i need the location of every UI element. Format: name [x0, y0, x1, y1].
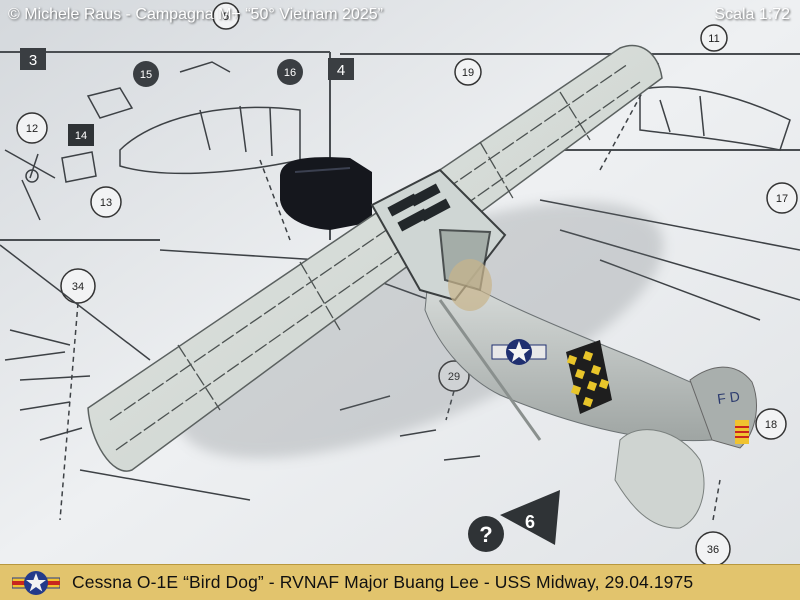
cockpit-canopy: [370, 168, 507, 311]
model-photo: 3 4 6 5 11 12 13: [0, 0, 800, 564]
photo-credit: © Michele Raus - Campagna M+ “50° Vietna…: [8, 6, 383, 23]
svg-text:14: 14: [75, 130, 87, 142]
model-photo-svg: 3 4 6 5 11 12 13: [0, 0, 800, 564]
part-11-circle: 11: [700, 24, 728, 52]
scale-label: Scala 1:72: [714, 6, 790, 23]
tail-code: F D: [716, 388, 741, 407]
step-4-box: 4: [328, 58, 354, 80]
svg-text:34: 34: [72, 281, 84, 293]
svg-text:16: 16: [284, 67, 296, 79]
fuselage: [424, 259, 757, 529]
model-shadow: [176, 201, 664, 459]
step-6-triangle: 6: [500, 490, 560, 545]
svg-text:19: 19: [462, 67, 474, 79]
svg-text:6: 6: [525, 512, 535, 532]
step-3-box: 3: [20, 48, 46, 70]
part-14-box: 14: [68, 124, 94, 146]
part-12-circle: 12: [16, 112, 48, 144]
part-13-circle: 13: [90, 186, 122, 218]
part-18-circle: 18: [755, 408, 787, 440]
part-5-circle: 5: [212, 2, 240, 30]
svg-text:?: ?: [479, 522, 492, 547]
svg-text:5: 5: [223, 11, 229, 23]
fuselage-roundel: [491, 339, 547, 365]
part-34-circle: 34: [60, 268, 96, 304]
tail-flag: [735, 420, 749, 444]
svg-text:15: 15: [140, 69, 152, 81]
part-19-circle: 19: [454, 58, 482, 86]
svg-text:36: 36: [707, 544, 719, 556]
part-36-circle: 36: [695, 531, 731, 564]
instruction-panels: [0, 51, 800, 241]
part-15-circle: 15: [133, 61, 159, 87]
svg-text:13: 13: [100, 197, 112, 209]
part-17-circle: 17: [766, 182, 798, 214]
question-mark-circle: ?: [468, 516, 504, 552]
caption-text: Cessna O-1E “Bird Dog” - RVNAF Major Bua…: [72, 572, 694, 592]
main-wing: [87, 44, 663, 472]
svg-text:18: 18: [765, 419, 777, 431]
rvnaf-roundel-icon: [12, 570, 60, 595]
engine-cowling: [280, 157, 372, 230]
svg-text:12: 12: [26, 123, 38, 135]
svg-text:17: 17: [776, 193, 788, 205]
svg-text:3: 3: [29, 52, 37, 69]
svg-text:4: 4: [337, 62, 345, 79]
svg-text:11: 11: [708, 33, 719, 45]
caption-bar: Cessna O-1E “Bird Dog” - RVNAF Major Bua…: [0, 564, 800, 600]
part-16-circle: 16: [277, 59, 303, 85]
checker-band: [566, 340, 612, 414]
